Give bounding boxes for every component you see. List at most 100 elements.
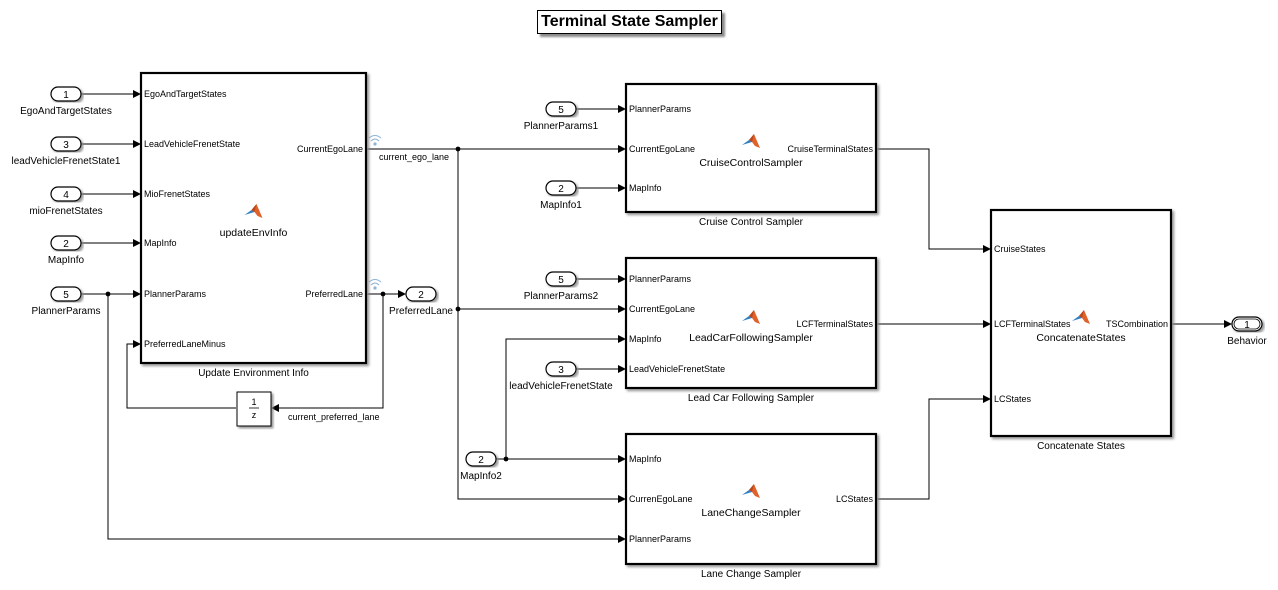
block-name: Lead Car Following Sampler: [688, 393, 815, 404]
current-preferred-lane-line[interactable]: [271, 294, 384, 412]
block-body[interactable]: [624, 256, 878, 390]
block-name: Cruise Control Sampler: [699, 217, 804, 228]
input-port-label: CurrentEgoLane: [629, 304, 695, 314]
subsystem-lcf[interactable]: PlannerParamsCurrentEgoLaneMapInfoLeadVe…: [624, 256, 878, 404]
signal-line[interactable]: [505, 335, 626, 459]
output-port-label: LCStates: [836, 494, 874, 504]
preferred-lane-minus-line[interactable]: [126, 340, 236, 409]
port-number: 5: [558, 105, 564, 116]
function-name: LeadCarFollowingSampler: [689, 332, 813, 344]
port-number: 1: [63, 90, 69, 101]
unit-delay-block[interactable]: 1z: [236, 391, 272, 427]
port-number: 2: [63, 239, 69, 250]
input-port-label: CruiseStates: [994, 244, 1046, 254]
planner-params-line[interactable]: [107, 294, 626, 543]
port-label: PlannerParams2: [524, 291, 599, 302]
port-number: 5: [63, 290, 69, 301]
port-label: leadVehicleFrenetState: [509, 381, 613, 392]
input-port-label: MapInfo: [629, 183, 662, 193]
signal-logging-icon: [368, 135, 382, 146]
port-label: MapInfo: [48, 255, 85, 266]
port-number: 3: [63, 140, 69, 151]
block-name: Update Environment Info: [198, 368, 309, 379]
output-port-label: PreferredLane: [305, 289, 363, 299]
matlab-function-icon: [244, 204, 263, 218]
input-port-label: PlannerParams: [629, 274, 692, 284]
input-port-label: PlannerParams: [629, 104, 692, 114]
port-number: 2: [418, 290, 424, 301]
signal-logging-icon: [368, 279, 382, 290]
signal-label-current-preferred-lane: current_preferred_lane: [288, 412, 380, 422]
block-body[interactable]: [139, 71, 368, 365]
input-port-label: CurrentEgoLane: [629, 144, 695, 154]
subsystem-update-env[interactable]: EgoAndTargetStatesLeadVehicleFrenetState…: [139, 71, 368, 379]
port-number: 3: [558, 365, 564, 376]
port-number: 5: [558, 275, 564, 286]
function-name: updateEnvInfo: [220, 227, 288, 239]
output-port-label: CurrentEgoLane: [297, 144, 363, 154]
port-number: 2: [558, 184, 564, 195]
diagram-title: Terminal State Sampler: [537, 10, 722, 34]
delay-numerator: 1: [251, 397, 256, 407]
port-number: 4: [63, 190, 69, 201]
inport-mioFrenetStates[interactable]: 4 mioFrenetStates: [29, 186, 103, 217]
port-number: 2: [478, 455, 484, 466]
port-label: leadVehicleFrenetState1: [12, 156, 121, 167]
matlab-function-icon: [742, 484, 760, 498]
input-port-label: PlannerParams: [144, 289, 207, 299]
block-name: Lane Change Sampler: [701, 569, 802, 580]
output-port-label: LCFTerminalStates: [796, 319, 873, 329]
input-port-label: LeadVehicleFrenetState: [144, 139, 240, 149]
function-name: CruiseControlSampler: [699, 157, 803, 169]
input-port-label: LeadVehicleFrenetState: [629, 364, 725, 374]
port-label: PlannerParams: [32, 306, 101, 317]
input-port-label: PreferredLaneMinus: [144, 339, 226, 349]
signal-lines: current_preferred_lane current_ego_lane: [81, 90, 1232, 543]
input-port-label: LCStates: [994, 394, 1032, 404]
port-number: 1: [1244, 320, 1250, 331]
output-port-label: TSCombination: [1106, 319, 1168, 329]
matlab-function-icon: [1072, 310, 1090, 324]
input-port-label: PlannerParams: [629, 534, 692, 544]
input-port-label: CurrenEgoLane: [629, 494, 693, 504]
signal-label-current-ego-lane: current_ego_lane: [379, 152, 449, 162]
port-label: mioFrenetStates: [29, 206, 102, 217]
delay-denominator: z: [252, 410, 257, 420]
function-name: LaneChangeSampler: [701, 507, 801, 519]
function-name: ConcatenateStates: [1036, 332, 1125, 344]
block-body[interactable]: [624, 82, 878, 214]
input-port-label: MapInfo: [629, 454, 662, 464]
signal-line[interactable]: [457, 149, 626, 503]
port-label: MapInfo1: [540, 200, 582, 211]
input-port-label: MapInfo: [144, 238, 177, 248]
signal-line[interactable]: [877, 395, 991, 500]
signal-line[interactable]: [877, 148, 991, 253]
port-label: MapInfo2: [460, 471, 502, 482]
matlab-function-icon: [742, 134, 760, 148]
block-body[interactable]: [624, 432, 878, 566]
port-label: Behavior: [1227, 336, 1267, 347]
inport-leadVehicleFrenetState[interactable]: 3 leadVehicleFrenetState: [509, 361, 613, 392]
port-label: PreferredLane: [389, 306, 453, 317]
subsystem-cruise[interactable]: PlannerParamsCurrentEgoLaneMapInfoCruise…: [624, 82, 878, 228]
input-port-label: MapInfo: [629, 334, 662, 344]
block-name: Concatenate States: [1037, 441, 1125, 452]
matlab-function-icon: [742, 310, 760, 324]
inport-leadVehicleFrenetState1[interactable]: 3 leadVehicleFrenetState1: [12, 136, 121, 167]
input-port-label: LCFTerminalStates: [994, 319, 1071, 329]
block-body[interactable]: [989, 208, 1173, 438]
input-port-label: MioFrenetStates: [144, 189, 211, 199]
output-port-label: CruiseTerminalStates: [787, 144, 873, 154]
